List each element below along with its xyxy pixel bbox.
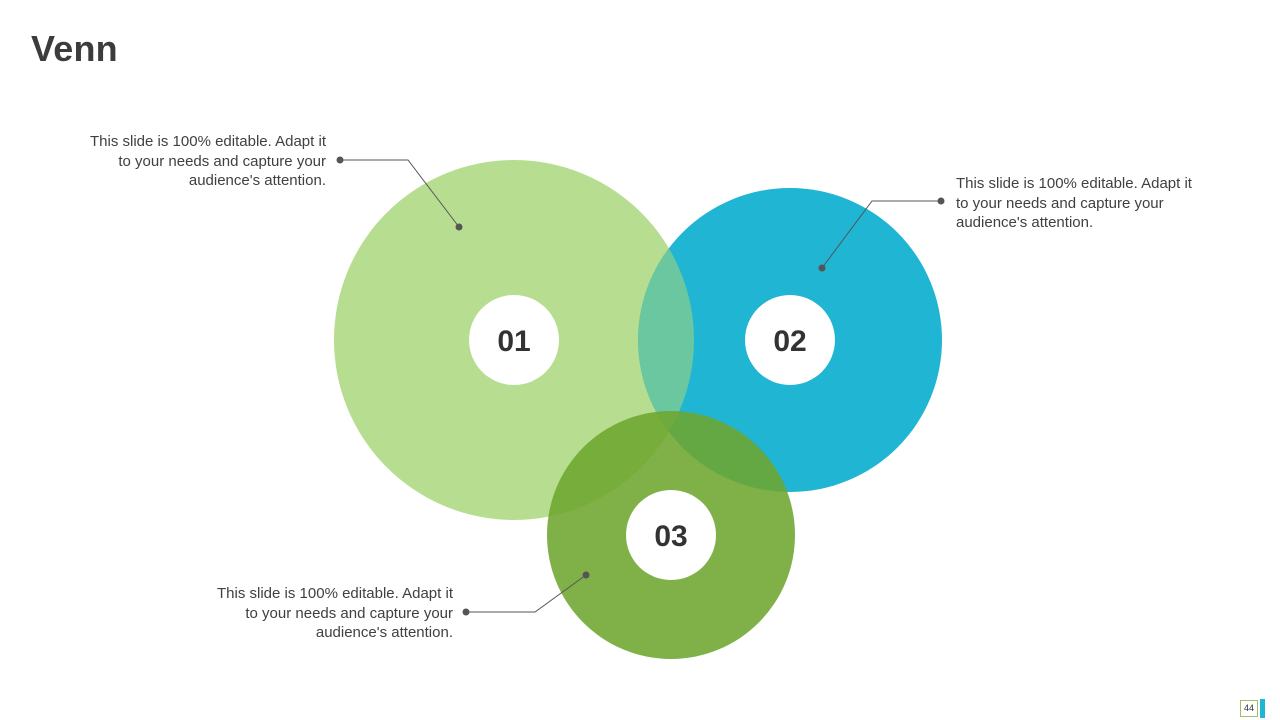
label-disc-2 bbox=[745, 295, 835, 385]
callout-2-line-1: This slide is 100% editable. Adapt it bbox=[956, 175, 1192, 192]
label-disc-1 bbox=[469, 295, 559, 385]
callout-text-3: This slide is 100% editable. Adapt it to… bbox=[187, 584, 453, 643]
callout-dot-1b bbox=[455, 223, 463, 231]
callout-dot-3a bbox=[462, 608, 470, 616]
page-number: 44 bbox=[1240, 700, 1258, 717]
callout-line-3 bbox=[466, 574, 587, 613]
callout-2-line-2: to your needs and capture your bbox=[956, 194, 1164, 212]
circle-label-1: 01 bbox=[497, 325, 530, 358]
page-accent-bar bbox=[1260, 699, 1265, 718]
callout-3-line-2: to your needs and capture your bbox=[245, 604, 453, 622]
circle-label-3: 03 bbox=[654, 520, 687, 553]
callout-text-1: This slide is 100% editable. Adapt it to… bbox=[60, 132, 326, 191]
callout-dot-2a bbox=[937, 197, 945, 205]
callout-dot-2b bbox=[818, 264, 826, 272]
callout-2-line-3: audience's attention. bbox=[956, 214, 1094, 231]
callout-dot-3b bbox=[582, 571, 590, 579]
label-disc-3 bbox=[626, 490, 716, 580]
callout-1-line-1: This slide is 100% editable. Adapt it bbox=[90, 133, 326, 150]
slide-title: Venn bbox=[31, 28, 118, 69]
circle-label-2: 02 bbox=[773, 325, 806, 358]
callout-1-line-2: to your needs and capture your bbox=[118, 152, 326, 170]
callout-3-line-3: audience's attention. bbox=[315, 624, 453, 641]
callout-line-2 bbox=[821, 200, 941, 269]
callout-3-line-1: This slide is 100% editable. Adapt it bbox=[217, 585, 453, 602]
callout-line-1 bbox=[340, 159, 460, 228]
callout-dot-1a bbox=[336, 156, 344, 164]
callout-1-line-3: audience's attention. bbox=[188, 172, 326, 189]
callout-text-2: This slide is 100% editable. Adapt it to… bbox=[956, 174, 1236, 233]
